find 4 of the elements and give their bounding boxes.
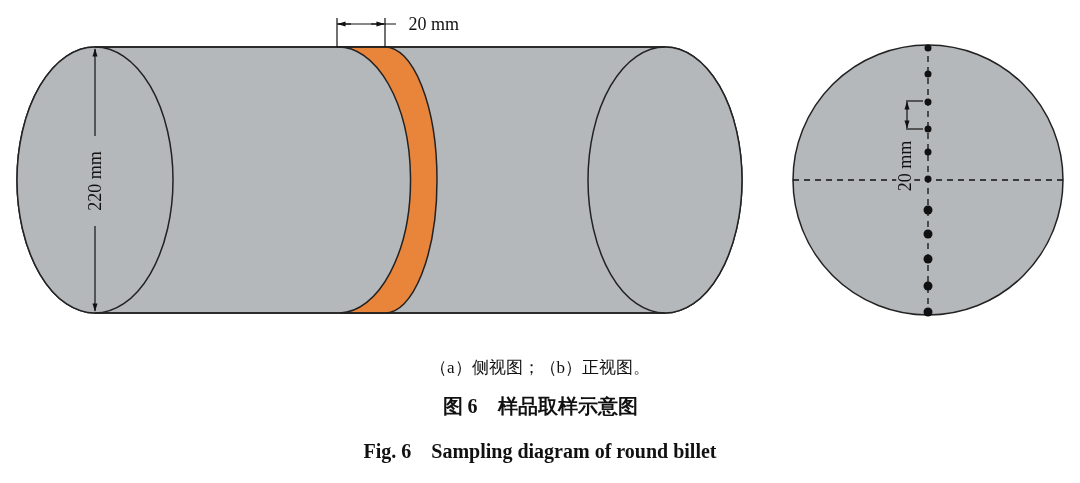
figure-caption: 图 6 样品取样示意图 xyxy=(442,396,638,416)
dimension-label: 20 mm xyxy=(408,15,459,33)
figure-caption: Fig. 6 Sampling diagram of round billet xyxy=(363,441,717,461)
subfigure-caption: （a）侧视图；（b）正视图。 xyxy=(430,358,651,376)
